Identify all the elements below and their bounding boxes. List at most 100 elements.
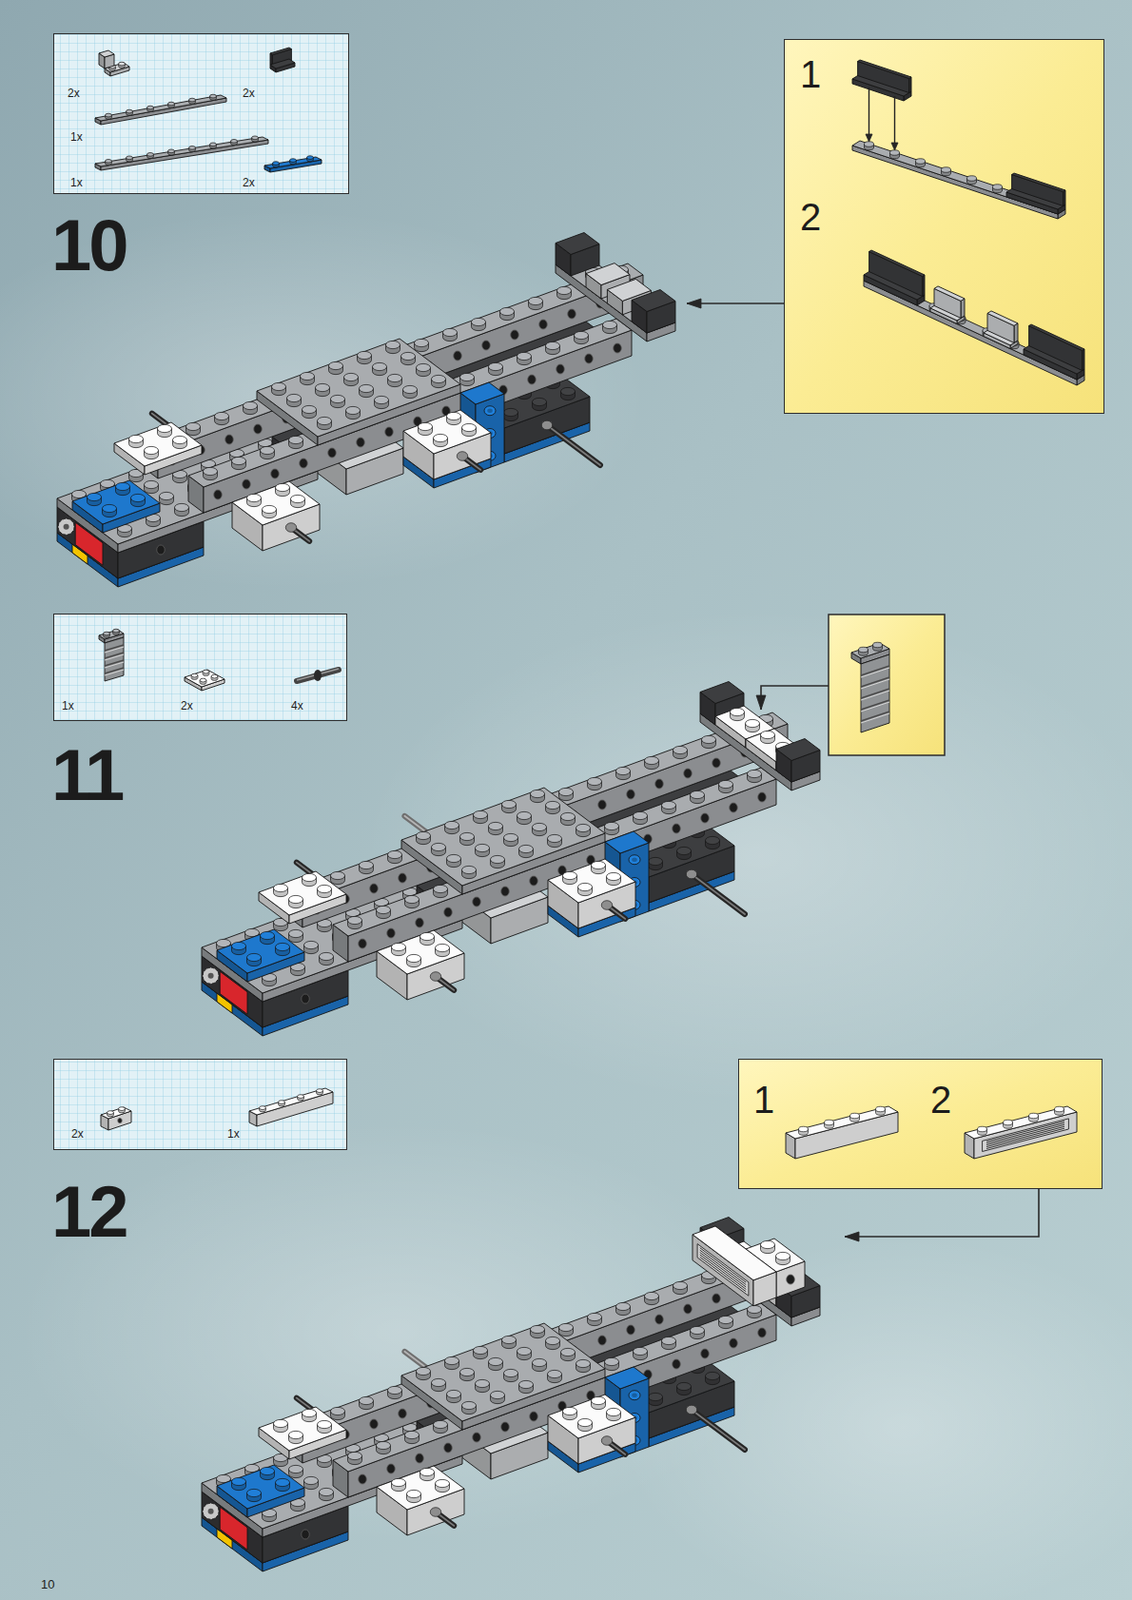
technic-hole [358, 938, 368, 949]
stud-top [189, 97, 196, 102]
stud-top [416, 831, 431, 840]
ladder-slat-light [860, 702, 890, 712]
technic-hole [712, 1293, 722, 1304]
technic-hole [567, 309, 577, 319]
stud-top [175, 503, 190, 511]
stud-top [648, 857, 664, 865]
stud-top [576, 1359, 591, 1367]
technic-hole [672, 823, 682, 834]
sub-assembly-callout: 12 [783, 39, 1105, 414]
brick-top [332, 1303, 777, 1472]
stud-top [528, 296, 544, 305]
technic-hole [472, 1432, 482, 1443]
axle-bush [456, 451, 468, 462]
brick-top [403, 409, 491, 454]
brick-top [188, 318, 632, 488]
stud-top [278, 1100, 286, 1105]
stud-top [118, 61, 126, 66]
stud-top [502, 1335, 517, 1344]
stud-top [574, 331, 589, 339]
stud-top [858, 646, 869, 653]
stud-top [103, 631, 111, 636]
stud-top [462, 865, 477, 874]
arrow-head [756, 695, 766, 710]
stud-top [105, 113, 113, 118]
technic-hole [758, 1327, 767, 1338]
axle-bush [541, 420, 552, 430]
stud-top [475, 1379, 490, 1387]
stud-top [388, 373, 403, 382]
stud-top [690, 1326, 705, 1334]
stud-top [606, 872, 622, 880]
parts-list-box: 2x2x1x1x2x [53, 33, 350, 195]
grille-slot [986, 1124, 1065, 1145]
stud-top [591, 1396, 606, 1405]
stud-top [247, 493, 262, 502]
grille-frame [982, 1118, 1070, 1152]
stud-top [290, 158, 297, 163]
stud-top [126, 109, 134, 114]
technic-hole [358, 1474, 368, 1484]
grille-slot [700, 1256, 747, 1291]
brick-top [934, 286, 965, 302]
stud-top [118, 1107, 126, 1112]
arrow-head [844, 1231, 859, 1242]
stud-top [644, 756, 660, 764]
stud-top [391, 942, 407, 951]
stud-top [374, 395, 390, 404]
technic-hole [242, 479, 252, 489]
stud-top [105, 158, 113, 163]
stud-top [126, 156, 134, 160]
artwork [57, 47, 1085, 1572]
stud-top [876, 1106, 886, 1113]
step-number: 10 [51, 209, 127, 282]
brick-top [114, 422, 202, 467]
brick-top [852, 140, 1066, 215]
brick-top [72, 480, 160, 525]
stud-top [203, 467, 218, 475]
frames [53, 33, 1105, 1190]
brick-top [184, 669, 225, 687]
stud-top [116, 482, 131, 490]
technic-hole [729, 1338, 739, 1348]
part-count: 2x [71, 1128, 84, 1140]
parts-grid-ground [53, 613, 348, 722]
stud-top [243, 401, 258, 410]
axle [546, 425, 601, 466]
technic-hole [712, 758, 722, 768]
axle [691, 874, 745, 915]
stud-top [1029, 1112, 1039, 1119]
stud-top [445, 820, 460, 829]
stud-top [578, 1418, 593, 1426]
stud-top [319, 952, 334, 960]
stud-top [561, 1347, 576, 1356]
stud-top [447, 1389, 462, 1398]
stud-top [359, 384, 374, 392]
technic-hole [415, 1453, 425, 1464]
callout-step-number: 2 [800, 197, 821, 236]
stud-top [420, 932, 435, 940]
stud-top [941, 167, 952, 174]
stud-top [547, 834, 563, 842]
stud-top [407, 1489, 422, 1498]
stud-top [359, 860, 374, 869]
stud-top [331, 871, 346, 879]
technic-hole [482, 340, 491, 351]
stud-top [761, 1240, 776, 1249]
stud-top [890, 150, 900, 157]
brick-end [1014, 323, 1018, 344]
stud-top [199, 678, 207, 683]
brick-side [100, 97, 227, 125]
part-count: 2x [180, 700, 194, 712]
stud-top [372, 362, 388, 371]
axle-bush [429, 972, 441, 982]
stud-top [273, 883, 289, 892]
stud-top [289, 929, 304, 937]
parts-grid-ground [53, 33, 350, 195]
stud-top [673, 745, 688, 754]
stud-top [376, 1441, 391, 1449]
ladder-slat [860, 700, 890, 710]
stud-top [344, 372, 359, 381]
brick-top [258, 871, 347, 916]
